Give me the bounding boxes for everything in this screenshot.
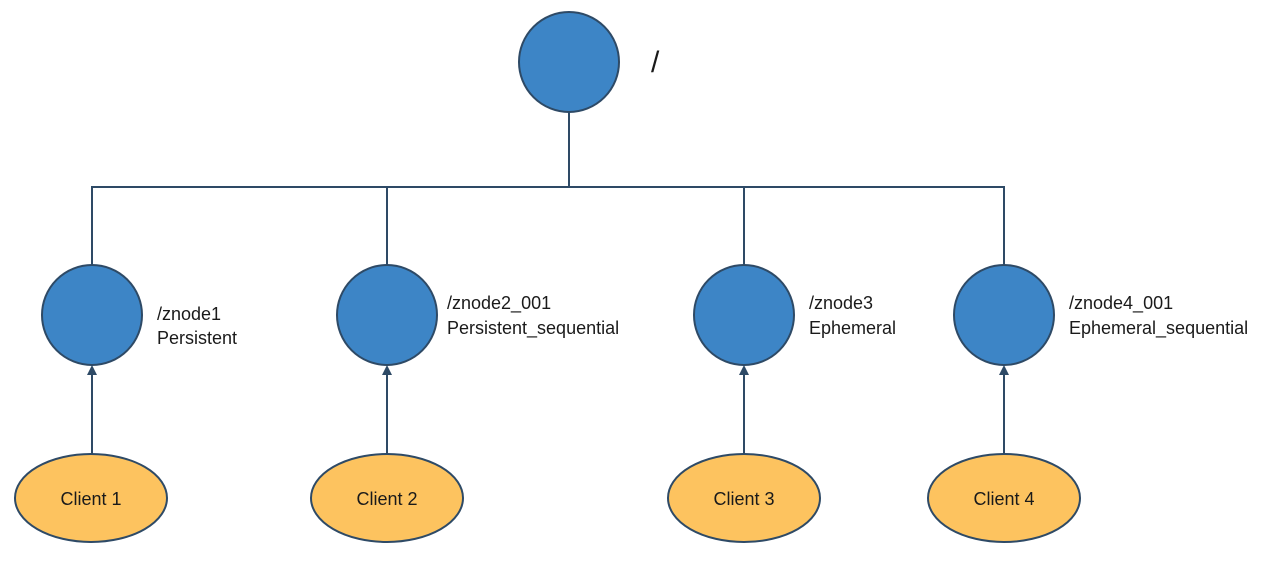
client-2-label: Client 2 xyxy=(356,489,417,509)
client-1-label: Client 1 xyxy=(60,489,121,509)
znode-1: /znode1 Persistent xyxy=(41,264,237,366)
client-2: Client 2 xyxy=(310,453,464,543)
branch-bus xyxy=(91,186,1005,265)
root-node-label: / xyxy=(651,46,660,79)
client-4-ellipse xyxy=(927,453,1081,543)
znode-2-type: Persistent_sequential xyxy=(447,318,619,339)
znode-3: /znode3 Ephemeral xyxy=(693,264,896,366)
znode-1-type: Persistent xyxy=(157,328,237,348)
client-4: Client 4 xyxy=(927,453,1081,543)
znode-3-circle xyxy=(693,264,795,366)
znode-2-path: /znode2_001 xyxy=(447,293,551,314)
znode-1-circle xyxy=(41,264,143,366)
client-4-label: Client 4 xyxy=(973,489,1034,509)
znode-2-circle xyxy=(336,264,438,366)
client-3-label: Client 3 xyxy=(713,489,774,509)
client-2-ellipse xyxy=(310,453,464,543)
root-node-circle xyxy=(518,11,620,113)
znode-4-circle xyxy=(953,264,1055,366)
client-arrows xyxy=(87,365,1009,455)
client-3: Client 3 xyxy=(667,453,821,543)
client-1-ellipse xyxy=(14,453,168,543)
znode-4-type: Ephemeral_sequential xyxy=(1069,318,1248,339)
znode-4: /znode4_001 Ephemeral_sequential xyxy=(953,264,1248,366)
root-node: / xyxy=(518,11,660,113)
znode-4-path: /znode4_001 xyxy=(1069,293,1173,314)
client-3-ellipse xyxy=(667,453,821,543)
znode-2: /znode2_001 Persistent_sequential xyxy=(336,264,619,366)
znode-3-path: /znode3 xyxy=(809,293,873,313)
znode-1-path: /znode1 xyxy=(157,304,221,324)
client-1: Client 1 xyxy=(14,453,168,543)
znode-3-type: Ephemeral xyxy=(809,318,896,338)
tree-connectors xyxy=(91,111,1005,265)
